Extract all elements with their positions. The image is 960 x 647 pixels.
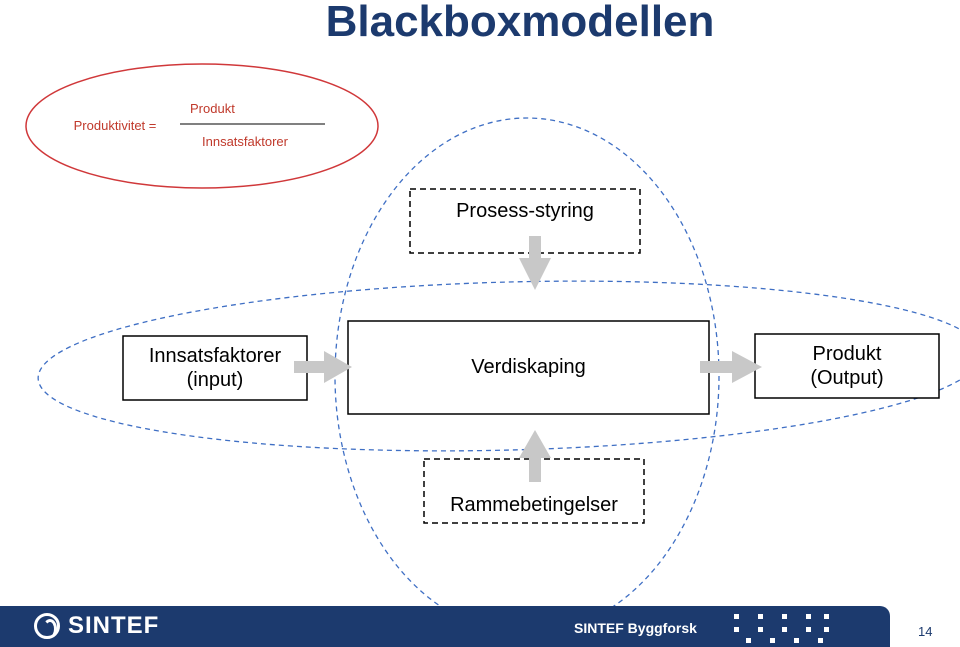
horizontal-dashed-ellipse — [37, 280, 960, 452]
up-arrow — [519, 430, 551, 482]
page-title: Blackboxmodellen — [325, 0, 715, 46]
sintef-logo-text: SINTEF — [68, 612, 160, 639]
dot-pattern — [734, 614, 834, 644]
process-control-label: Prosess-styring — [456, 200, 594, 222]
page-number: 14 — [918, 624, 933, 639]
inputs-label-line2: (input) — [186, 369, 244, 391]
down-arrow — [519, 236, 551, 290]
formula-ellipse — [25, 63, 379, 189]
organization-name: SINTEF Byggforsk — [574, 620, 697, 636]
framework-label: Rammebetingelser — [450, 494, 618, 516]
footer: SINTEF SINTEF Byggforsk 14 — [0, 606, 960, 647]
process-control-box — [409, 188, 641, 254]
sintef-logo-icon — [34, 613, 60, 639]
inputs-box — [122, 335, 308, 401]
inputs-label: Innsatsfaktorer (input) — [123, 344, 307, 392]
footer-bar: SINTEF SINTEF Byggforsk — [0, 606, 890, 647]
right-arrow-input — [294, 351, 352, 383]
sintef-logo: SINTEF — [34, 612, 159, 640]
value-creation-box — [347, 320, 710, 415]
output-label-line1: Produkt — [812, 343, 882, 365]
value-creation-label: Verdiskaping — [471, 356, 586, 378]
formula-numerator: Produkt — [190, 101, 235, 116]
formula-denominator: Innsatsfaktorer — [202, 134, 288, 149]
output-label-line2: (Output) — [810, 367, 884, 389]
productivity-label: Produktivitet = — [73, 118, 157, 133]
right-arrow-output — [700, 351, 762, 383]
output-box — [754, 333, 940, 399]
inputs-label-line1: Innsatsfaktorer — [148, 345, 282, 367]
output-label: Produkt (Output) — [755, 342, 939, 390]
